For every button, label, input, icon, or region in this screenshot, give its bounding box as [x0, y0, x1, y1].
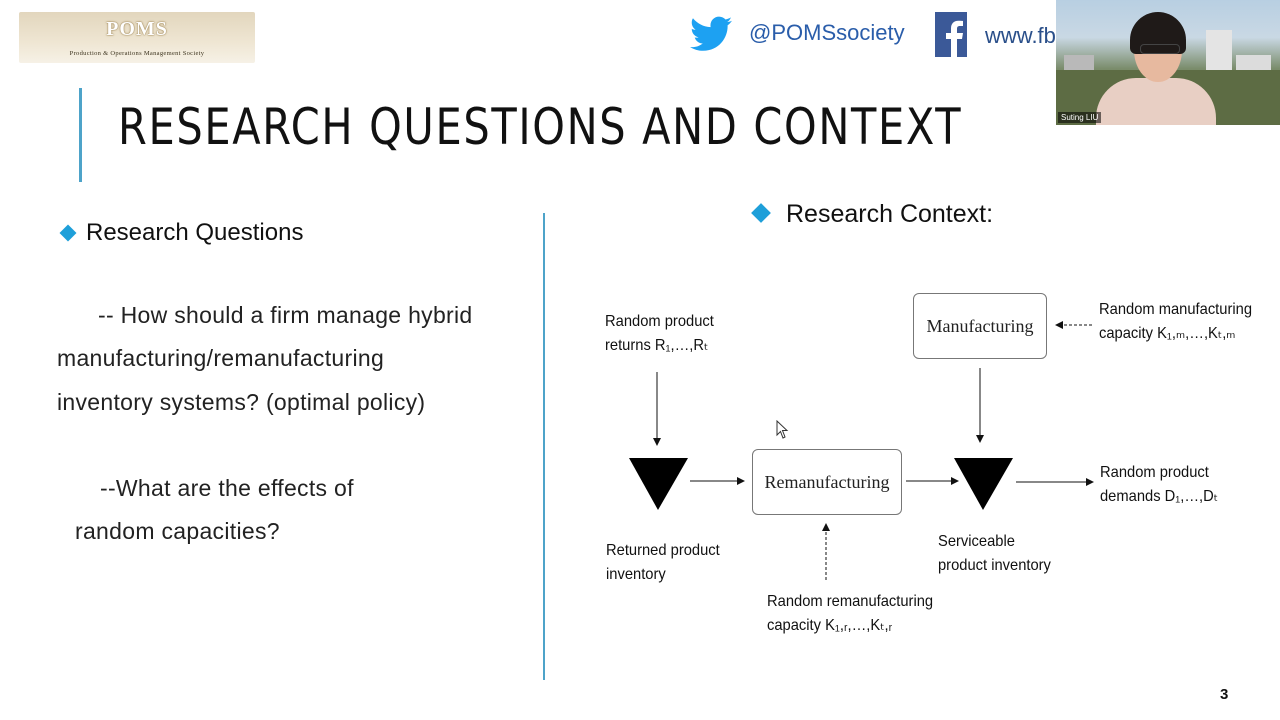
mfg-capacity-label-line-1: Random manufacturing	[1099, 301, 1253, 318]
column-divider	[543, 213, 545, 680]
question-1-line-1: -- How should a firm manage hybrid	[98, 302, 473, 328]
question-2-line-1: --What are the effects of	[100, 475, 354, 501]
website-link[interactable]: www.fb	[985, 23, 1056, 48]
facebook-icon	[935, 12, 967, 57]
twitter-icon	[690, 16, 732, 51]
webcam-video: Suting LIU	[1056, 0, 1280, 125]
participant-name: Suting LIU	[1058, 112, 1102, 123]
demands-label-line-2: demands D₁,…,Dₜ	[1100, 488, 1219, 505]
bullet-diamond-icon	[751, 203, 771, 223]
returned-inventory-label-line-1: Returned product	[606, 542, 720, 559]
page-number: 3	[1220, 686, 1229, 703]
question-1-line-3: inventory systems? (optimal policy)	[57, 389, 426, 415]
returned-inventory-label-line-2: inventory	[606, 566, 666, 583]
manufacturing-box: Manufacturing	[913, 293, 1047, 359]
logo-text: POMS	[106, 18, 168, 40]
slide-title: RESEARCH QUESTIONS AND CONTEXT	[118, 98, 963, 156]
question-1-line-2: manufacturing/remanufacturing	[57, 345, 385, 371]
mouse-cursor-icon	[776, 420, 789, 439]
reman-capacity-label-line-2: capacity K₁,ᵣ,…,Kₜ,ᵣ	[767, 617, 893, 634]
question-2-line-2: random capacities?	[75, 518, 280, 544]
logo-subtitle: Production & Operations Management Socie…	[69, 50, 205, 57]
title-accent-bar	[79, 88, 82, 182]
twitter-handle: @POMSsociety	[749, 20, 905, 45]
remanufacturing-box: Remanufacturing	[752, 449, 902, 515]
serviceable-label-line-2: product inventory	[938, 557, 1051, 574]
mfg-capacity-label-line-2: capacity K₁,ₘ,…,Kₜ,ₘ	[1099, 325, 1236, 342]
research-questions-heading: Research Questions	[86, 219, 304, 246]
research-context-heading: Research Context:	[786, 200, 994, 228]
poms-logo: POMS Production & Operations Management …	[19, 12, 255, 63]
serviceable-inventory-triangle	[954, 458, 1013, 510]
reman-capacity-label-line-1: Random remanufacturing	[767, 593, 934, 610]
returns-label-line-1: Random product	[605, 313, 714, 330]
returned-inventory-triangle	[629, 458, 688, 510]
serviceable-label-line-1: Serviceable	[938, 533, 1015, 550]
demands-label-line-1: Random product	[1100, 464, 1209, 481]
returns-label-line-2: returns R₁,…,Rₜ	[605, 337, 709, 354]
bullet-diamond-icon	[59, 224, 77, 242]
